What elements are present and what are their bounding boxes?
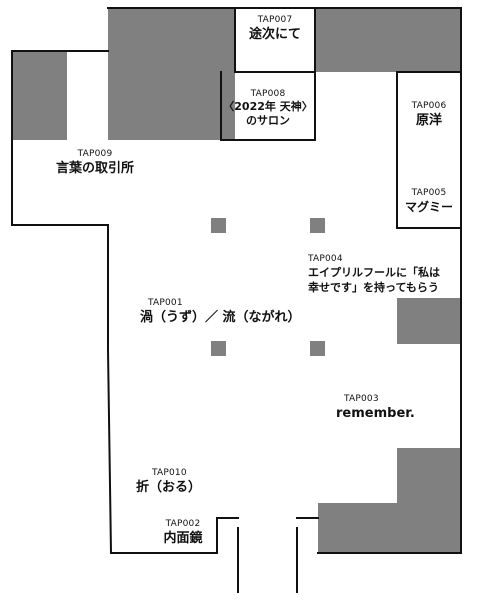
room-name-line1: 〈2022年 天神〉 <box>223 100 313 113</box>
room-name: 折（おる） <box>136 480 202 495</box>
room-code: TAP006 <box>411 101 447 111</box>
room-code: TAP009 <box>77 149 113 159</box>
room-name: 内面鏡 <box>163 531 203 546</box>
room-code: TAP001 <box>148 298 183 308</box>
room-code: TAP005 <box>411 188 447 198</box>
room-name: マグミー <box>404 200 453 214</box>
room-code: TAP007 <box>257 15 293 25</box>
room-code: TAP002 <box>165 519 201 529</box>
pillar-top-right <box>310 218 325 233</box>
wall-block-bottom-right <box>397 448 461 553</box>
room-name: 言葉の取引所 <box>55 161 134 176</box>
tap008-wall <box>220 71 316 141</box>
room-tap006[interactable]: TAP006 原洋 <box>397 100 461 129</box>
room-tap003[interactable]: TAP003 remember. <box>336 393 436 422</box>
room-name: 渦（うず）／ 流（ながれ） <box>140 310 301 325</box>
room-tap005[interactable]: TAP005 マグミー <box>397 187 461 216</box>
room-code: TAP003 <box>344 394 379 404</box>
outer-wall-left <box>11 50 218 554</box>
wall-block-left <box>12 51 67 140</box>
room-tap010[interactable]: TAP010 折（おる） <box>130 467 210 496</box>
wall-block-right-mid <box>397 298 461 344</box>
tap006-wall <box>396 71 462 229</box>
room-tap007[interactable]: TAP007 途次にて <box>235 14 315 43</box>
room-tap008[interactable]: TAP008 〈2022年 天神〉 のサロン <box>221 88 315 128</box>
wall-block-bottom-step <box>318 503 398 553</box>
room-tap009[interactable]: TAP009 言葉の取引所 <box>40 148 150 177</box>
pillar-bottom-right <box>310 341 325 356</box>
room-name: remember. <box>336 406 415 421</box>
room-name: 途次にて <box>248 27 301 42</box>
room-code: TAP004 <box>308 254 343 264</box>
room-name: 原洋 <box>415 113 442 128</box>
pillar-top-left <box>211 218 226 233</box>
room-code: TAP010 <box>152 468 187 478</box>
room-name-line1: エイプリルフールに「私は <box>308 266 440 279</box>
pillar-bottom-left <box>211 341 226 356</box>
room-name-line2: のサロン <box>246 114 290 127</box>
wall-block-top-center <box>108 8 235 140</box>
tap002-partition <box>216 517 239 554</box>
wall-block-top-right <box>315 8 461 72</box>
room-tap004[interactable]: TAP004 エイプリルフールに「私は 幸せです」を持ってもらう <box>308 253 460 295</box>
room-tap001[interactable]: TAP001 渦（うず）／ 流（ながれ） <box>140 297 320 326</box>
tap007-wall <box>234 7 316 73</box>
room-name-line2: 幸せです」を持ってもらう <box>308 281 439 294</box>
room-code: TAP008 <box>250 89 286 99</box>
room-tap002[interactable]: TAP002 内面鏡 <box>150 518 216 547</box>
